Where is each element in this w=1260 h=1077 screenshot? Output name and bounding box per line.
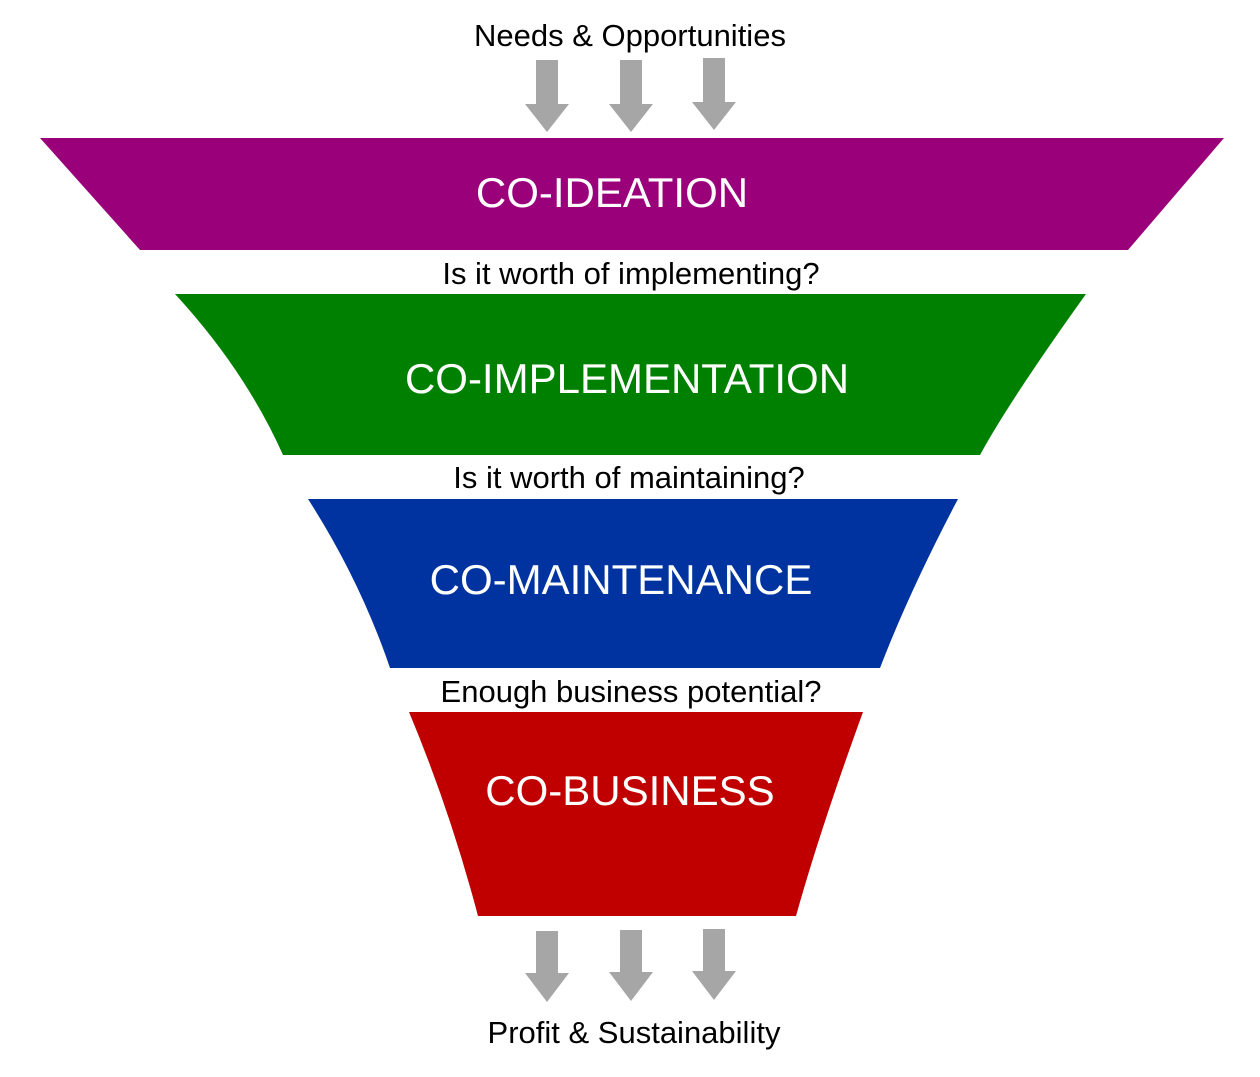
stage-shape-business <box>409 712 863 916</box>
stage-co-business: CO-BUSINESS <box>409 712 863 916</box>
stage-label-maintenance: CO-MAINTENANCE <box>430 556 813 603</box>
input-label: Needs & Opportunities <box>474 18 786 53</box>
stage-co-implementation: CO-IMPLEMENTATION <box>175 294 1086 455</box>
stage-label-ideation: CO-IDEATION <box>476 169 748 216</box>
gate-question-implementing: Is it worth of implementing? <box>442 256 819 291</box>
stage-shape-implementation <box>175 294 1086 455</box>
stage-co-ideation: CO-IDEATION <box>40 138 1224 250</box>
down-arrow-icon <box>609 930 653 1001</box>
output-arrows <box>525 929 736 1002</box>
down-arrow-icon <box>609 60 653 132</box>
gate-question-maintaining: Is it worth of maintaining? <box>453 460 805 495</box>
stage-shape-maintenance <box>308 499 958 668</box>
stage-label-implementation: CO-IMPLEMENTATION <box>405 355 849 402</box>
down-arrow-icon <box>692 58 736 130</box>
input-arrows <box>525 58 736 132</box>
gate-question-business-potential: Enough business potential? <box>441 674 822 709</box>
down-arrow-icon <box>525 60 569 132</box>
stage-shape-ideation <box>40 138 1224 250</box>
stage-co-maintenance: CO-MAINTENANCE <box>308 499 958 668</box>
output-label: Profit & Sustainability <box>488 1015 781 1050</box>
stage-label-business: CO-BUSINESS <box>485 767 774 814</box>
down-arrow-icon <box>692 929 736 1000</box>
down-arrow-icon <box>525 931 569 1002</box>
